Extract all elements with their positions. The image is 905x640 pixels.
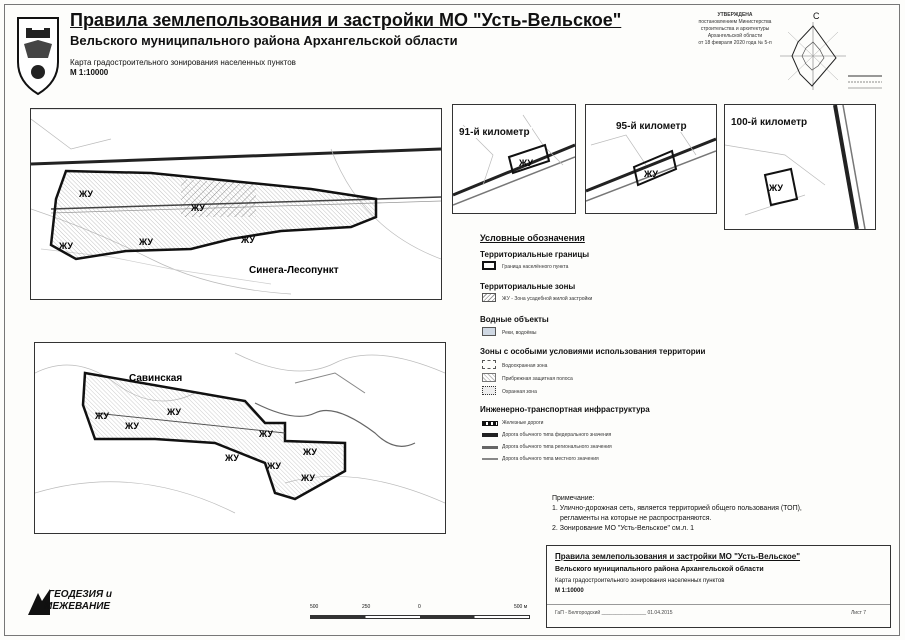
approval-line-1: УТВЕРЖДЕНА bbox=[717, 12, 753, 18]
settlement-label-savinskaya: Савинская bbox=[129, 373, 182, 384]
zone-label: ЖУ bbox=[224, 453, 239, 463]
legend-title: Условные обозначения bbox=[480, 233, 585, 243]
legend-item: Прибрежная защитная полоса bbox=[502, 376, 573, 382]
company-name-line-1: ГЕОДЕЗИЯ и bbox=[48, 589, 113, 600]
zone-label: ЖУ bbox=[300, 473, 315, 483]
zone-label: ЖУ bbox=[190, 203, 205, 213]
scale-label: 250 bbox=[362, 604, 371, 610]
notes-heading: Примечание: bbox=[552, 495, 595, 502]
map-inset-91km: ЖУ 91-й километр bbox=[452, 104, 576, 214]
title-block-map-name: Карта градостроительного зонирования нас… bbox=[555, 578, 725, 584]
legend-swatch-water-protection bbox=[482, 360, 496, 369]
title-block-scale: М 1:10000 bbox=[555, 588, 584, 594]
title-block-title: Правила землепользования и застройки МО … bbox=[555, 552, 801, 561]
inset-label-100km: 100-й километр bbox=[729, 117, 810, 128]
inset-label-91km: 91-й километр bbox=[457, 127, 532, 138]
zone-label: ЖУ bbox=[138, 237, 153, 247]
note-line: регламенты на которые не распространяютс… bbox=[560, 515, 712, 522]
company-logo: ГЕОДЕЗИЯ и МЕЖЕВАНИЕ bbox=[26, 583, 136, 623]
legend-swatch-railway bbox=[482, 421, 498, 426]
title-block-divider bbox=[547, 604, 890, 605]
legend-heading: Зоны с особыми условиями использования т… bbox=[480, 347, 706, 356]
zone-label: ЖУ bbox=[58, 241, 73, 251]
legend-heading: Территориальные границы bbox=[480, 250, 590, 259]
approval-line-3: строительства и архитектуры bbox=[700, 26, 770, 32]
legend-item: Дорога обычного типа федерального значен… bbox=[502, 432, 612, 438]
zone-label: ЖУ bbox=[266, 461, 281, 471]
map-name: Карта градостроительного зонирования нас… bbox=[70, 58, 296, 67]
legend-swatch-coastal-strip bbox=[482, 373, 496, 382]
map-panel-savinskaya: ЖУ ЖУ ЖУ ЖУ ЖУ ЖУ ЖУ ЖУ Савинская bbox=[34, 342, 446, 534]
map-panel-sinega: ЖУ ЖУ ЖУ ЖУ ЖУ Синега-Лесопункт bbox=[30, 108, 442, 300]
legend-item: Дорога обычного типа регионального значе… bbox=[502, 444, 612, 450]
zone-label: ЖУ bbox=[124, 421, 139, 431]
legend-item: Реки, водоёмы bbox=[502, 330, 537, 336]
title-block: Правила землепользования и застройки МО … bbox=[546, 545, 891, 628]
legend-item: Охранная зона bbox=[502, 389, 537, 395]
inset-label-95km: 95-й километр bbox=[614, 121, 689, 132]
map-inset-95km: ЖУ 95-й километр bbox=[585, 104, 717, 214]
legend-swatch-regional-road bbox=[482, 446, 498, 449]
zone-label: ЖУ bbox=[166, 407, 181, 417]
approval-line-2: постановлением Министерства bbox=[698, 19, 772, 25]
scale-label: 500 м bbox=[514, 604, 528, 610]
legend-item: ЖУ - Зона усадебной жилой застройки bbox=[502, 296, 593, 302]
zone-label: ЖУ bbox=[768, 183, 783, 193]
approval-line-5: от 18 февраля 2020 года № 5-п bbox=[698, 40, 772, 46]
legend-swatch-local-road bbox=[482, 458, 498, 460]
settlement-label-sinega: Синега-Лесопункт bbox=[249, 265, 339, 276]
approval-block: УТВЕРЖДЕНА постановлением Министерства с… bbox=[660, 12, 810, 47]
north-label: С bbox=[813, 11, 820, 21]
title-block-footer: ГаП - Белгородский ________________ 01.0… bbox=[555, 610, 673, 616]
company-name-line-2: МЕЖЕВАНИЕ bbox=[44, 601, 111, 612]
zone-label: ЖУ bbox=[258, 429, 273, 439]
zone-label: ЖУ bbox=[302, 447, 317, 457]
title-block-subtitle: Вельского муниципального района Архангел… bbox=[555, 566, 764, 573]
legend-swatch-residential bbox=[482, 293, 496, 302]
geodesy-logo-icon bbox=[28, 589, 50, 615]
legend-swatch-boundary bbox=[482, 261, 496, 270]
title-block-sheet: Лист 7 bbox=[851, 610, 867, 616]
wind-rose-icon bbox=[778, 20, 848, 92]
legend-swatch-water bbox=[482, 327, 496, 336]
legend-heading: Инженерно-транспортная инфраструктура bbox=[480, 405, 650, 414]
map-sheet-frame bbox=[4, 4, 900, 636]
legend-heading: Водные объекты bbox=[480, 315, 549, 324]
wind-rose-key bbox=[846, 72, 884, 94]
zone-label: ЖУ bbox=[240, 235, 255, 245]
map-scale: М 1:10000 bbox=[70, 68, 109, 77]
legend-heading: Территориальные зоны bbox=[480, 282, 576, 291]
legend-item: Дорога обычного типа местного значения bbox=[502, 456, 599, 462]
note-line: 2. Зонирование МО "Усть-Вельское" см.л. … bbox=[552, 525, 695, 532]
notes-block: Примечание: 1. Улично-дорожная сеть, явл… bbox=[552, 494, 852, 534]
legend-item: Железные дороги bbox=[502, 420, 544, 426]
scale-bar-graphic bbox=[310, 615, 530, 619]
zone-label: ЖУ bbox=[78, 189, 93, 199]
zone-label: ЖУ bbox=[518, 158, 533, 168]
page-title: Правила землепользования и застройки МО … bbox=[70, 10, 622, 30]
approval-line-4: Архангельской области bbox=[707, 33, 763, 39]
legend-swatch-federal-road bbox=[482, 433, 498, 437]
map-inset-100km: ЖУ 100-й километр bbox=[724, 104, 876, 230]
scale-label: 0 bbox=[418, 604, 421, 610]
legend-item: Водоохранная зона bbox=[502, 363, 548, 369]
scale-bar: 500 250 0 500 м bbox=[310, 604, 534, 622]
legend-item: Граница населённого пункта bbox=[502, 264, 569, 270]
coat-of-arms-icon bbox=[14, 14, 62, 100]
scale-label: 500 bbox=[310, 604, 319, 610]
note-line: 1. Улично-дорожная сеть, является террит… bbox=[552, 505, 802, 512]
legend-swatch-protected-zone bbox=[482, 386, 496, 395]
zone-label: ЖУ bbox=[94, 411, 109, 421]
zone-label: ЖУ bbox=[643, 169, 658, 179]
page-subtitle: Вельского муниципального района Архангел… bbox=[70, 33, 458, 48]
